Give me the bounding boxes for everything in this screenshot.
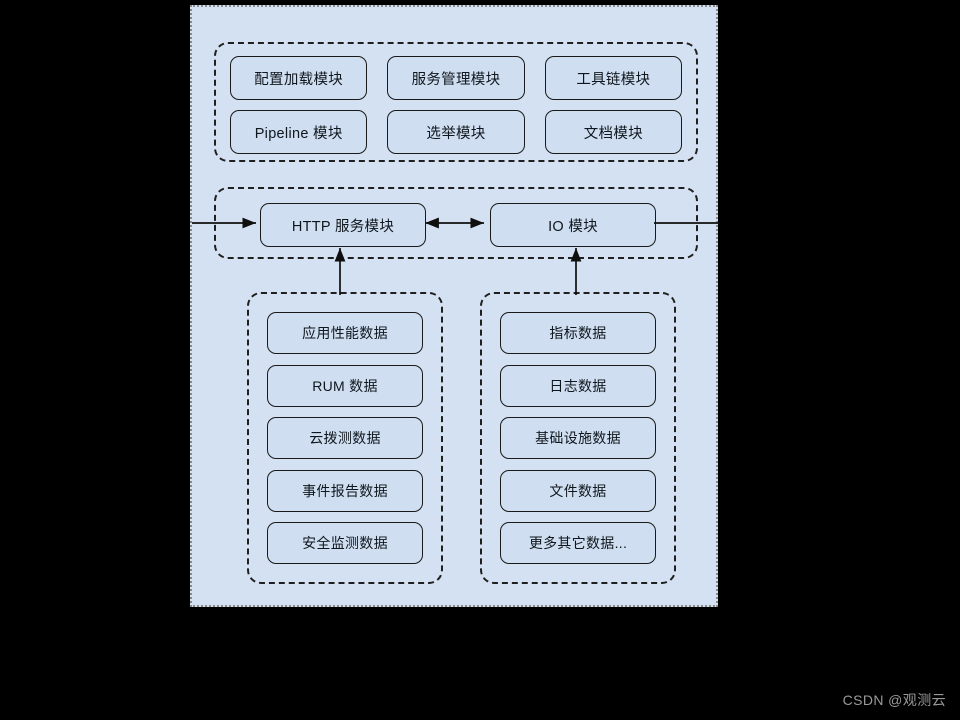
right-data-stack: 指标数据 日志数据 基础设施数据 文件数据 更多其它数据... — [500, 312, 656, 564]
transport-group: HTTP 服务模块 IO 模块 — [214, 187, 698, 259]
data-box-event-report[interactable]: 事件报告数据 — [267, 469, 423, 512]
data-box-more-others[interactable]: 更多其它数据... — [500, 522, 656, 564]
left-data-sources-group: 应用性能数据 RUM 数据 云拨测数据 事件报告数据 安全监测数据 — [247, 292, 443, 584]
data-box-infrastructure[interactable]: 基础设施数据 — [500, 417, 656, 459]
right-data-sources-group: 指标数据 日志数据 基础设施数据 文件数据 更多其它数据... — [480, 292, 676, 584]
left-data-stack: 应用性能数据 RUM 数据 云拨测数据 事件报告数据 安全监测数据 — [267, 312, 423, 564]
module-box-service-manager[interactable]: 服务管理模块 — [387, 56, 525, 100]
module-box-http-service[interactable]: HTTP 服务模块 — [260, 203, 426, 247]
diagram-canvas: 配置加载模块 服务管理模块 工具链模块 Pipeline 模块 选举模块 文档模… — [190, 5, 720, 607]
data-box-files[interactable]: 文件数据 — [500, 469, 656, 512]
watermark: CSDN @观测云 — [842, 692, 946, 708]
data-box-security-monitor[interactable]: 安全监测数据 — [267, 522, 423, 564]
module-box-toolchain[interactable]: 工具链模块 — [544, 56, 682, 100]
module-box-election[interactable]: 选举模块 — [387, 110, 525, 154]
core-module-grid: 配置加载模块 服务管理模块 工具链模块 Pipeline 模块 选举模块 文档模… — [230, 56, 682, 154]
module-box-io[interactable]: IO 模块 — [490, 203, 656, 247]
data-box-logs[interactable]: 日志数据 — [500, 364, 656, 407]
module-box-document[interactable]: 文档模块 — [544, 110, 682, 154]
data-box-metrics[interactable]: 指标数据 — [500, 312, 656, 354]
core-modules-group: 配置加载模块 服务管理模块 工具链模块 Pipeline 模块 选举模块 文档模… — [214, 42, 698, 162]
data-box-apm[interactable]: 应用性能数据 — [267, 312, 423, 354]
data-box-synthetic-test[interactable]: 云拨测数据 — [267, 417, 423, 459]
data-box-rum[interactable]: RUM 数据 — [267, 364, 423, 407]
module-box-config-loader[interactable]: 配置加载模块 — [230, 56, 368, 100]
module-box-pipeline[interactable]: Pipeline 模块 — [230, 110, 368, 154]
